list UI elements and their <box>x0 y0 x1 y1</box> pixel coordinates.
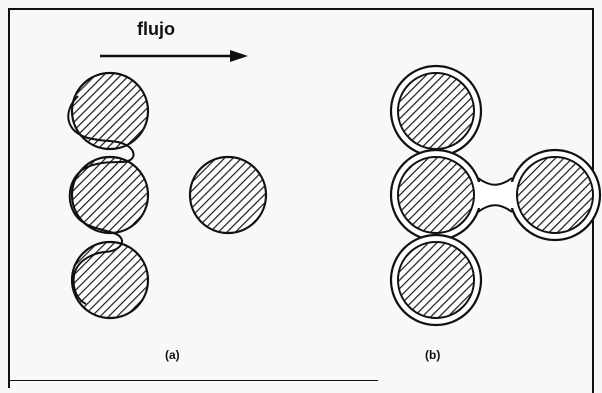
particle-b-bottom-core <box>397 241 475 319</box>
panel-a <box>67 71 268 320</box>
bridge-top-line <box>477 177 513 186</box>
particle-b-right-core <box>516 156 594 234</box>
frame-bottom-border <box>8 380 378 381</box>
bridge-bottom-line <box>477 204 513 213</box>
panel-b <box>389 64 602 327</box>
panel-a-label: (a) <box>165 348 180 362</box>
particle-b-top-core <box>397 72 475 150</box>
frame-top-border <box>8 8 593 10</box>
flow-label: flujo <box>137 19 175 39</box>
particle-b-left-core <box>397 156 475 234</box>
particle-a-bottom <box>70 240 150 320</box>
particle-a-top <box>70 71 150 151</box>
polymer-chain-a <box>67 95 135 305</box>
panel-b-label: (b) <box>425 348 441 362</box>
flow-arrow <box>100 50 248 62</box>
frame-left-border <box>8 8 10 388</box>
particle-a-middle <box>70 155 150 235</box>
particle-a-isolated <box>188 155 268 235</box>
